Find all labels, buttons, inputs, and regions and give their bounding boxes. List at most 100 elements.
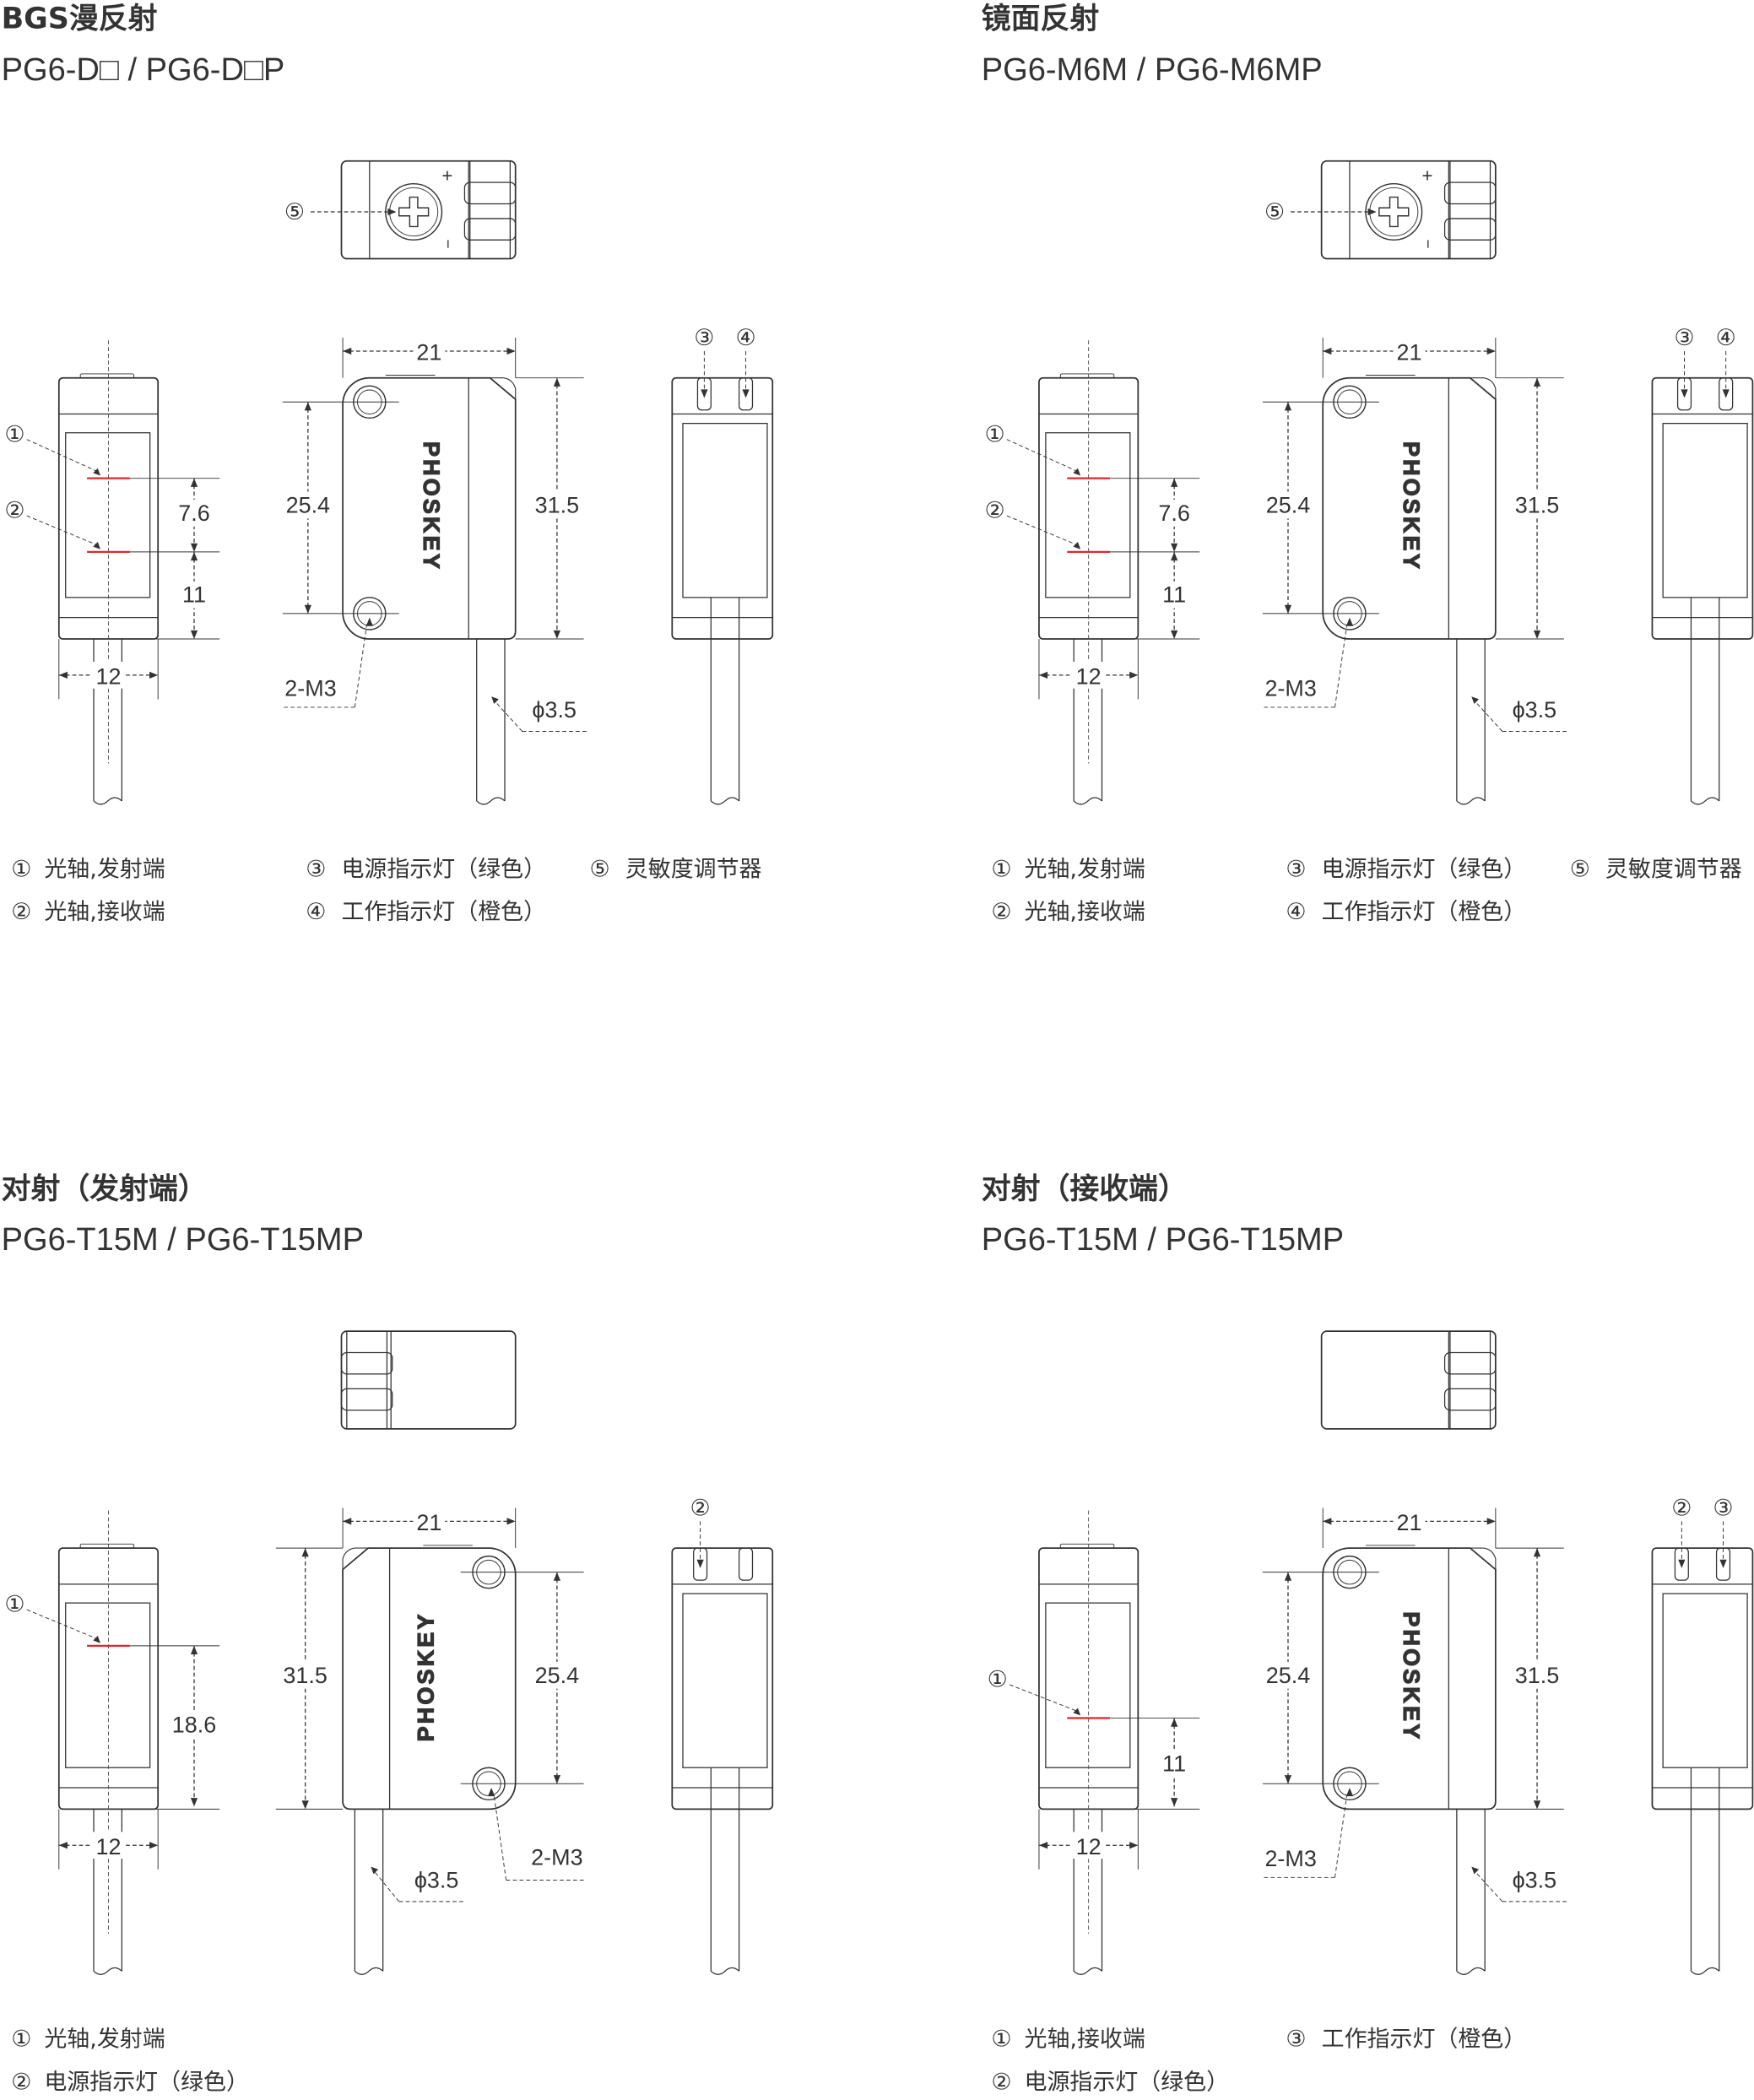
arrowhead: [190, 478, 198, 487]
height-dimension-label: 31.5: [535, 492, 579, 517]
plus-mark: +: [441, 165, 452, 187]
screw-cross-icon: [398, 196, 430, 228]
indicator-callout: ④: [1716, 325, 1736, 350]
width-dimension-label: 21: [416, 340, 441, 365]
arrowhead: [1171, 630, 1178, 640]
cable-break: [93, 797, 122, 805]
lens-window: [1045, 1602, 1131, 1768]
model-number: PG6-T15M / PG6-T15MP: [2, 1222, 364, 1258]
arrowhead: [491, 696, 499, 704]
indicator-callout: ③: [1674, 325, 1694, 350]
chamfer: [342, 1547, 370, 1571]
arrowhead: [1171, 478, 1178, 487]
optical-axis-callout: ①: [4, 1592, 24, 1617]
height-dimension-label: 31.5: [1515, 1663, 1559, 1688]
main-view-body: [1322, 1547, 1497, 1810]
legend-number: ①: [11, 2027, 31, 2053]
cable-break: [93, 1967, 122, 1975]
height-dimension-label: 31.5: [1515, 492, 1559, 517]
callout-leader: [374, 1871, 400, 1902]
main-view-body: [342, 1547, 517, 1810]
screw-spec-label: 2-M3: [1264, 1846, 1316, 1871]
optical-axis-callout: ①: [4, 421, 24, 447]
top-view: +−⑤: [284, 160, 517, 260]
arrowhead: [1284, 1572, 1292, 1581]
arrowhead: [1171, 551, 1178, 561]
arrowhead: [190, 1645, 198, 1655]
height-dimension-label: 31.5: [283, 1663, 327, 1688]
cable-break: [710, 1967, 740, 1975]
hole-pitch-dimension-label: 25.4: [286, 492, 330, 517]
mounting-groove: [1443, 181, 1497, 205]
top-view: [1320, 1330, 1497, 1430]
axis-height-dimension-label: 11: [1162, 1751, 1186, 1776]
arrowhead: [1038, 671, 1048, 679]
callout-leader: [1006, 439, 1079, 473]
minus-mark: −: [1418, 240, 1436, 249]
cable-break: [1691, 797, 1720, 805]
mounting-groove: [340, 1351, 393, 1375]
cable-break: [1073, 1967, 1102, 1975]
legend-text: 光轴,接收端: [1024, 899, 1145, 925]
top-view: +−⑤: [1264, 160, 1497, 260]
optical-axis-callout: ①: [988, 1667, 1008, 1692]
arrowhead: [149, 1842, 159, 1849]
indicator-callout: ②: [1671, 1496, 1692, 1521]
callout-5: ⑤: [1264, 199, 1285, 225]
cable-break: [1691, 1967, 1720, 1975]
mounting-groove: [463, 218, 517, 241]
hole-pitch-dimension-label-bg: [1266, 491, 1310, 519]
arrowhead: [1681, 389, 1688, 398]
arrowhead: [742, 389, 750, 398]
depth-dimension-label-bg: [1072, 661, 1105, 689]
arrowhead: [58, 671, 68, 679]
cable-break: [1456, 797, 1486, 805]
callout-leader: [1475, 1871, 1503, 1902]
width-dimension-label-bg: [1393, 1507, 1426, 1535]
front-top-nub: [79, 1543, 135, 1549]
panel-title: 镜面反射: [982, 3, 1100, 36]
rear-panel: [682, 1593, 768, 1768]
axis-spacing-dimension-label-bg: [1152, 500, 1196, 527]
panel-3: 对射（接收端）PG6-T15M / PG6-T15MP12①11PHOSKEY2…: [982, 1172, 1754, 2096]
arrowhead: [190, 543, 198, 552]
legend-number: ②: [11, 899, 31, 925]
legend-number: ②: [991, 899, 1011, 925]
arrowhead: [1367, 208, 1377, 216]
brand-logo: PHOSKEY: [419, 441, 444, 571]
arrowhead: [1284, 1775, 1292, 1784]
arrowhead: [488, 1788, 495, 1797]
rear-panel: [1662, 422, 1748, 598]
cable-diameter-label: ϕ3.5: [1513, 697, 1557, 723]
chamfer: [1469, 377, 1497, 401]
arrowhead: [1171, 1798, 1178, 1807]
top-view-body: [1320, 1330, 1497, 1430]
rear-view: ②: [671, 1496, 774, 1975]
legend-text: 工作指示灯（橙色）: [341, 899, 546, 925]
hole-pitch-dimension-label: 25.4: [1266, 1663, 1310, 1688]
arrowhead: [1284, 402, 1292, 411]
callout-leader: [354, 624, 368, 707]
hole-pitch-dimension-label: 25.4: [1266, 492, 1310, 517]
arrowhead: [304, 604, 311, 614]
legend-number: ②: [991, 2070, 1011, 2096]
arrowhead: [1323, 1518, 1332, 1525]
depth-dimension-label-bg: [92, 1832, 125, 1859]
optical-axis-callout: ①: [985, 421, 1005, 447]
legend-number: ④: [1286, 899, 1306, 925]
lens-window: [65, 1602, 151, 1768]
arrowhead: [93, 542, 100, 549]
legend-number: ①: [991, 856, 1011, 882]
lens-window: [1045, 432, 1131, 598]
legend-number: ③: [306, 856, 326, 882]
arrowhead: [1719, 1559, 1727, 1568]
depth-dimension-label: 12: [1076, 1834, 1102, 1859]
arrowhead: [1345, 617, 1354, 626]
arrowhead: [149, 671, 159, 679]
legend-number: ⑤: [590, 856, 610, 882]
